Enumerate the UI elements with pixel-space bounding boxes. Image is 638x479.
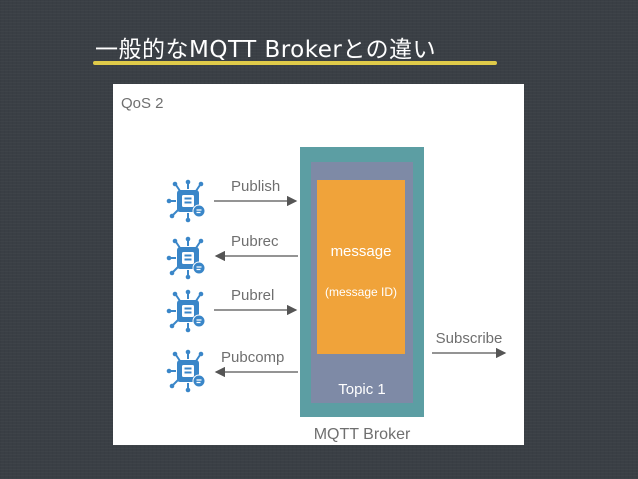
topic-label: Topic 1	[338, 381, 386, 398]
title-underline	[93, 61, 497, 65]
iot-device-icon	[165, 235, 206, 281]
qos-label: QoS 2	[121, 95, 164, 112]
diagram-panel: QoS 2 message (message ID) Topic 1 MQTT …	[113, 84, 524, 445]
iot-device-icon	[165, 288, 206, 334]
pubrec-label: Pubrec	[231, 233, 279, 250]
publish-label: Publish	[231, 178, 280, 195]
pubcomp-label: Pubcomp	[221, 349, 284, 366]
message-box	[317, 180, 405, 354]
pubrel-label: Pubrel	[231, 287, 274, 304]
iot-device-icon	[165, 348, 206, 394]
slide-title: 一般的なMQTT Brokerとの違い	[95, 37, 437, 63]
subscribe-label: Subscribe	[436, 330, 503, 347]
diagram-canvas: QoS 2 message (message ID) Topic 1 MQTT …	[121, 95, 507, 443]
message-id-label: (message ID)	[325, 285, 397, 299]
message-title: message	[331, 243, 392, 260]
broker-label: MQTT Broker	[314, 426, 411, 443]
iot-device-icon	[165, 178, 206, 224]
